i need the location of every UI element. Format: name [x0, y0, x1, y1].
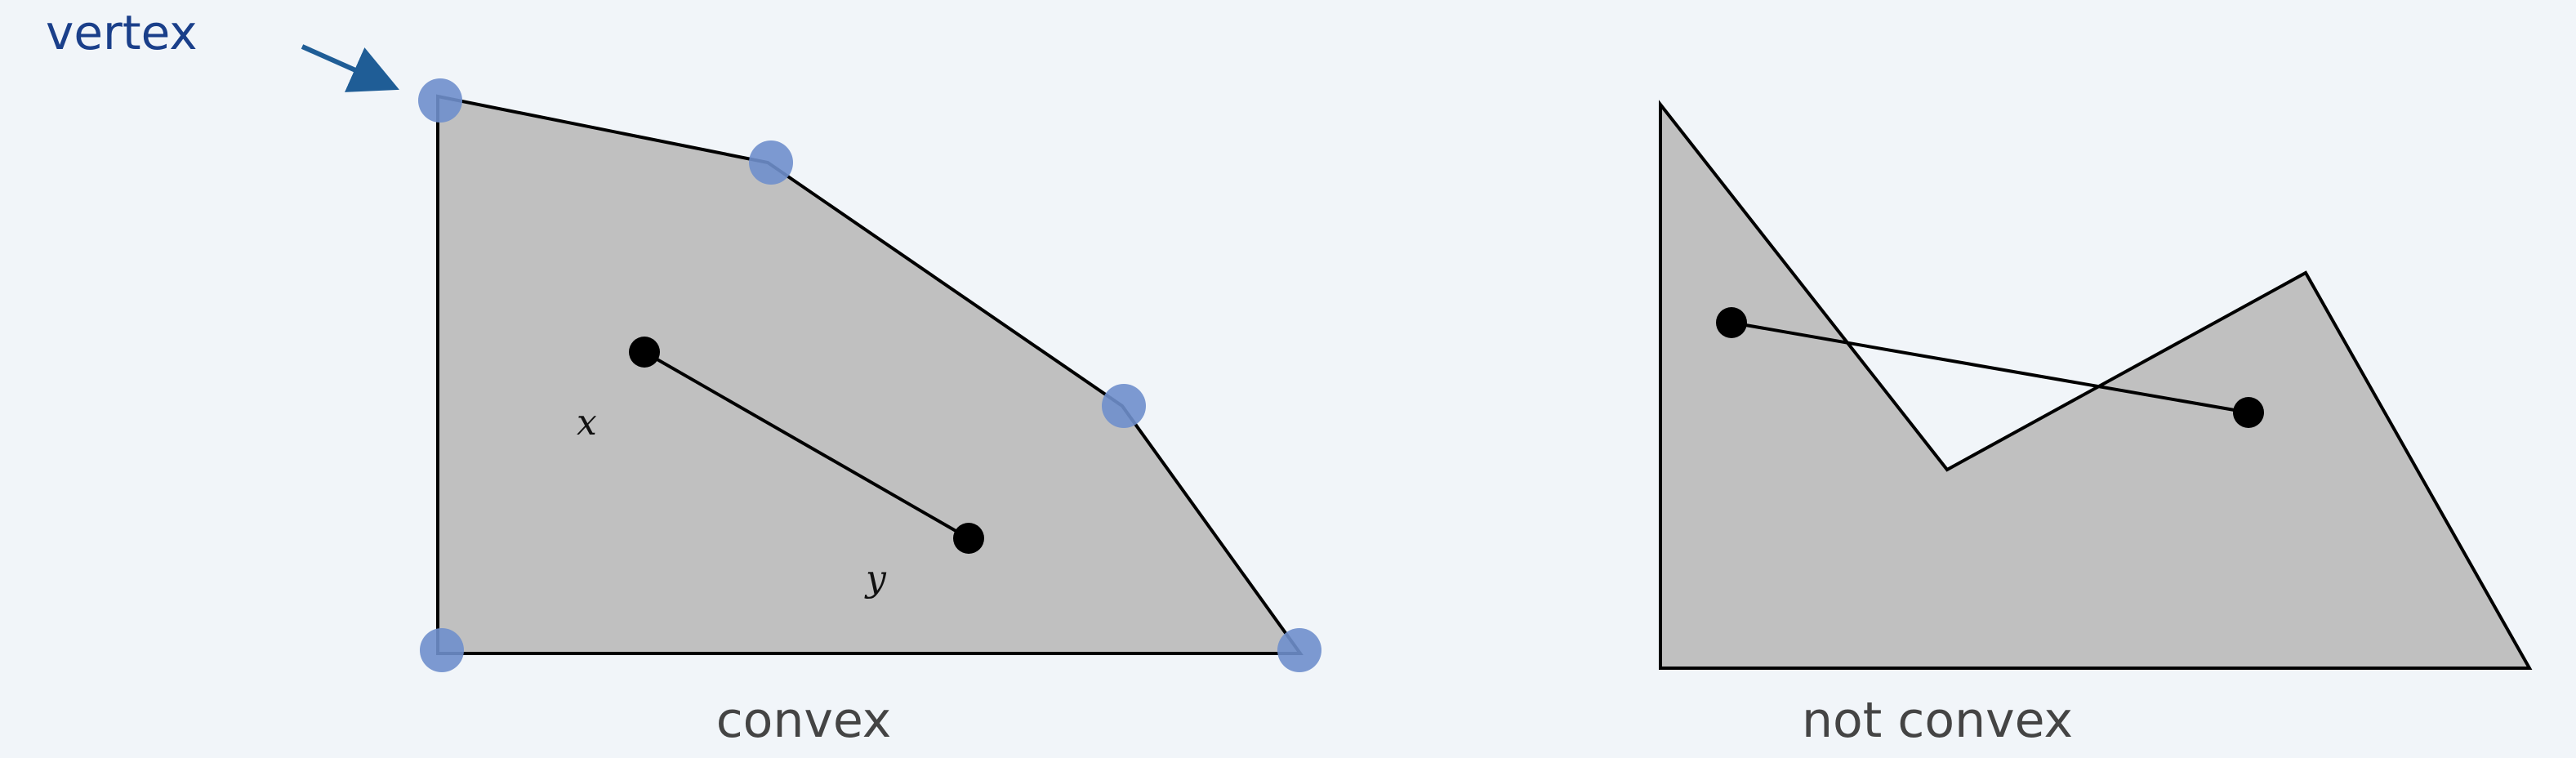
- point-left: [1716, 307, 1747, 338]
- vertex-marker: [418, 78, 462, 123]
- vertex-label: vertex: [46, 5, 198, 60]
- segment-xy: [644, 350, 969, 540]
- caption-convex: convex: [716, 692, 892, 749]
- point-y: [953, 523, 984, 554]
- caption-not-convex: not convex: [1802, 692, 2073, 749]
- vertex-marker: [420, 628, 464, 672]
- vertex-arrow: [301, 44, 399, 92]
- label-y: y: [864, 558, 887, 600]
- vertex-marker: [749, 140, 793, 185]
- nonconvex-polygon: [1659, 100, 2533, 670]
- segment-outside: [1731, 321, 2249, 414]
- point-right: [2233, 397, 2264, 428]
- point-x: [629, 337, 660, 368]
- label-x: x: [577, 402, 597, 444]
- vertex-marker: [1102, 384, 1146, 428]
- convex-polygon: [436, 94, 1304, 655]
- vertex-marker: [1277, 628, 1321, 672]
